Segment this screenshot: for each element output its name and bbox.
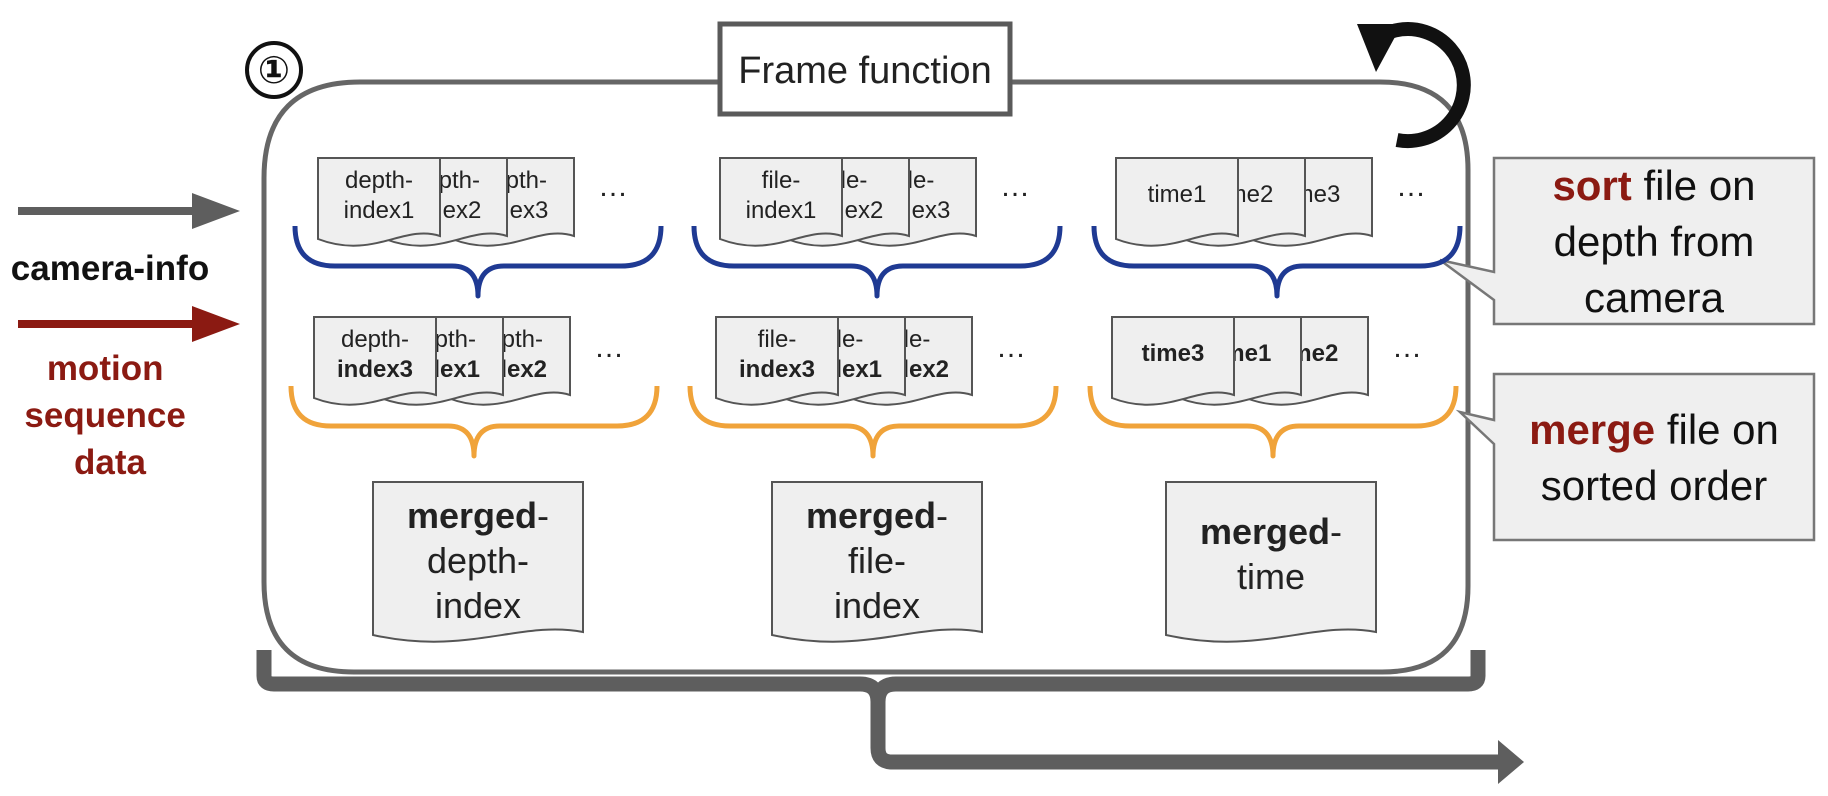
merged-file-title: merged- — [806, 495, 948, 536]
step-marker-circle — [245, 41, 303, 99]
merged-file-line: file- — [848, 540, 906, 581]
step-marker-number: ① — [258, 50, 290, 92]
merged-file-line: depth- — [427, 540, 529, 581]
loop-icon — [1357, 22, 1471, 149]
ellipsis: … — [598, 170, 628, 203]
file-card-shape — [317, 157, 441, 247]
merge-callout: merge file on sorted order — [1455, 372, 1816, 542]
file-card-label: index1 — [344, 197, 415, 224]
sort-brace — [292, 225, 664, 299]
merged-file-line: time — [1237, 556, 1305, 597]
sorted-file-card: depth-index3 — [313, 316, 437, 406]
merged-file: merged-file-index — [771, 481, 983, 643]
merged-file-shape — [771, 481, 983, 643]
column-2: file-index3file-index2file-index1…file-i… — [687, 157, 1063, 643]
sort-brace — [691, 225, 1063, 299]
motion-sequence-label: motion sequence data — [24, 349, 195, 482]
file-card-label: file- — [758, 326, 797, 353]
file-card-shape — [719, 157, 843, 247]
file-card-label: time3 — [1142, 340, 1205, 367]
file-card-shape — [715, 316, 839, 406]
column-3: time3time2time1…time2time1time3…merged-t… — [1087, 157, 1463, 643]
file-card-label: depth- — [341, 326, 409, 353]
input-camera-info: camera-info — [11, 193, 240, 288]
frame-outline — [261, 79, 1471, 675]
file-card-label: index3 — [337, 356, 413, 383]
input-motion-sequence: motion sequence data — [18, 306, 240, 482]
sorted-file-card: file-index3 — [715, 316, 839, 406]
merged-file-shape — [372, 481, 584, 643]
motion-arrow-head — [192, 306, 240, 342]
output-brace-arrow — [256, 650, 1524, 784]
output-arrow-head — [1498, 740, 1524, 784]
merged-file: merged-depth-index — [372, 481, 584, 643]
camera-info-arrow-head — [192, 193, 240, 229]
sort-callout-line2: depth from — [1554, 218, 1755, 265]
file-columns: depth-index3depth-index2depth-index1…dep… — [288, 157, 1463, 643]
file-card-shape — [313, 316, 437, 406]
merged-file-line: index — [435, 585, 521, 626]
sorted-files: time2time1time3… — [1111, 316, 1422, 406]
file-card-shape — [1111, 316, 1235, 406]
file-card-label: file- — [762, 167, 801, 194]
file-card-shape — [1115, 157, 1239, 247]
merged-file-title: merged- — [407, 495, 549, 536]
ellipsis: … — [1396, 170, 1426, 203]
frame-function-title: Frame function — [738, 50, 991, 92]
unsorted-file-card: depth-index1 — [317, 157, 441, 247]
merged-file-shape — [1165, 481, 1377, 643]
unsorted-files: time3time2time1… — [1115, 157, 1426, 247]
merge-brace — [1087, 385, 1459, 459]
merge-callout-line2: sorted order — [1541, 462, 1767, 509]
merge-callout-line1: merge file on — [1529, 406, 1779, 453]
ellipsis: … — [594, 331, 624, 364]
file-card-label: index1 — [746, 197, 817, 224]
sorted-files: file-index2file-index1file-index3… — [715, 316, 1026, 406]
sorted-files: depth-index2depth-index1depth-index3… — [313, 316, 624, 406]
ellipsis: … — [1000, 170, 1030, 203]
sorted-file-card: time3 — [1111, 316, 1235, 406]
column-1: depth-index3depth-index2depth-index1…dep… — [288, 157, 664, 643]
merged-file-title: merged- — [1200, 511, 1342, 552]
ellipsis: … — [1392, 331, 1422, 364]
camera-info-label: camera-info — [11, 249, 209, 288]
merged-file: merged-time — [1165, 481, 1377, 643]
merge-brace — [687, 385, 1059, 459]
file-card-label: index3 — [739, 356, 815, 383]
sort-callout-line3: camera — [1584, 274, 1725, 321]
unsorted-file-card: file-index1 — [719, 157, 843, 247]
unsorted-files: depth-index3depth-index2depth-index1… — [317, 157, 628, 247]
file-card-label: depth- — [345, 167, 413, 194]
frame-function-label: Frame function — [717, 21, 1013, 117]
unsorted-files: file-index3file-index2file-index1… — [719, 157, 1030, 247]
sort-callout: sort file on depth from camera — [1439, 156, 1816, 326]
sort-callout-line1: sort file on — [1552, 162, 1755, 209]
merge-brace — [288, 385, 660, 459]
ellipsis: … — [996, 331, 1026, 364]
file-card-label: time1 — [1148, 181, 1207, 208]
step-marker: ① — [245, 41, 303, 99]
unsorted-file-card: time1 — [1115, 157, 1239, 247]
merged-file-line: index — [834, 585, 920, 626]
sort-brace — [1091, 225, 1463, 299]
